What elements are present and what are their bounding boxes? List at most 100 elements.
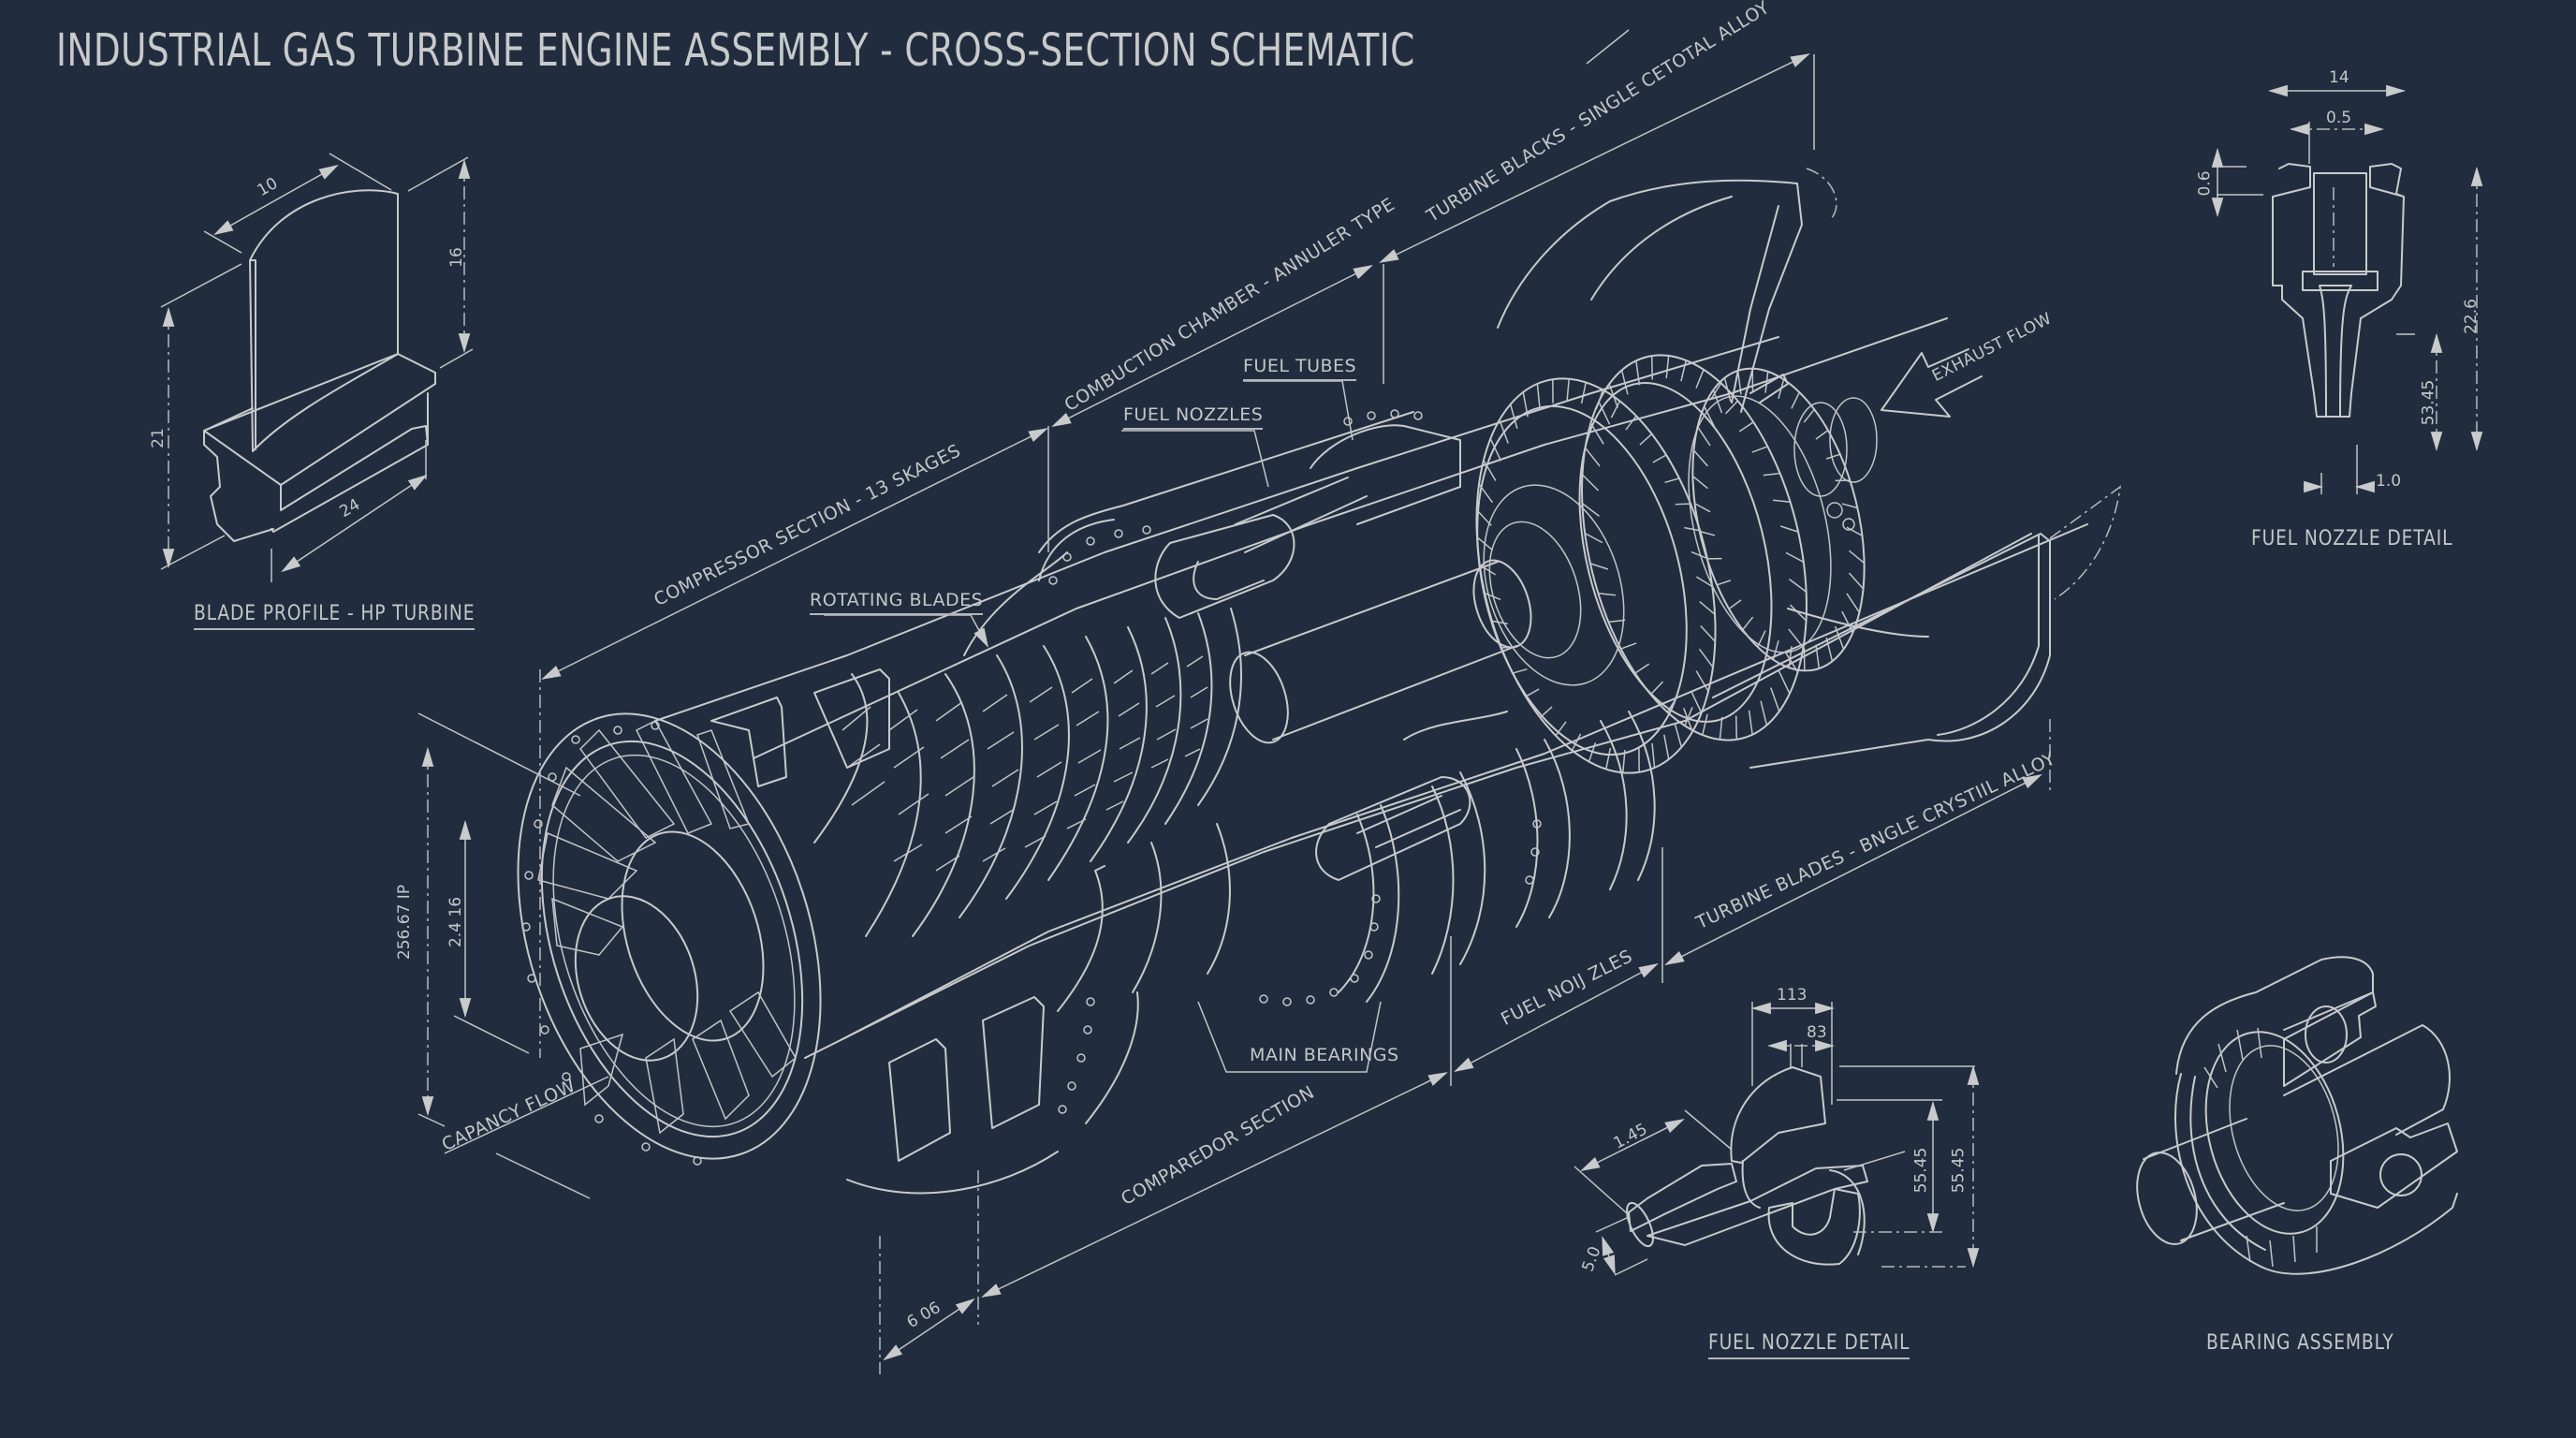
turbine-blade (1608, 619, 1626, 624)
turbine-blade (1598, 401, 1611, 425)
page-title: INDUSTRIAL GAS TURBINE ENGINE ASSEMBLY -… (56, 24, 1415, 77)
nozzle-overall-dim: 22.6 (2461, 299, 2481, 334)
inlet-ring-outer (517, 712, 822, 1160)
turbine-blade (1719, 716, 1723, 741)
turbine-blade (1764, 371, 1769, 393)
fuel-nozzle-top-drawing (2211, 84, 2483, 494)
turbine-blade (1651, 742, 1656, 769)
nozzle2-height-a-dim: 55.45 (1911, 1147, 1931, 1194)
turbine-blade (1690, 550, 1708, 560)
turbine-blade (1571, 733, 1582, 751)
turbine-blade (1789, 604, 1808, 622)
turbine-blade (1825, 453, 1840, 460)
turbine-blade (1772, 639, 1779, 660)
turbine-blade (1489, 438, 1502, 462)
turbine-blade (1710, 382, 1722, 400)
turbine-blade (1696, 426, 1711, 447)
exhaust-cone (1712, 533, 2051, 769)
turbine-blade (1736, 370, 1742, 395)
nozzle2-width-outer-dim: 113 (1777, 986, 1808, 1005)
turbine-blade (1589, 563, 1609, 570)
nozzle2-width-inner-dim: 83 (1807, 1023, 1827, 1042)
turbine-blade (1664, 477, 1680, 484)
nozzle-tip-bore-dim: 1.0 (2376, 472, 2402, 491)
turbine-blade (1846, 526, 1863, 536)
turbine-blade (1639, 433, 1653, 446)
exhaust-flow-arrow (1881, 348, 1983, 418)
turbine-blade (1539, 706, 1553, 718)
turbine-blade (1691, 475, 1708, 490)
turbine-blade (1760, 700, 1768, 726)
turbine-blade (1491, 620, 1508, 625)
turbine-blade (1788, 646, 1793, 668)
turbine-blade (1621, 750, 1626, 773)
turbine-blade (1695, 369, 1705, 389)
compressor-blades (842, 655, 1208, 872)
turbine-blade (1675, 503, 1691, 506)
turbine-blade (1499, 419, 1509, 444)
turbine-blade (1589, 422, 1604, 445)
turbine-blade (1815, 430, 1829, 440)
inlet-height-dim: 2.4 16 (446, 896, 466, 948)
turbine-blade (1789, 579, 1808, 593)
turbine-blade (1815, 644, 1821, 669)
turbine-blade (1500, 646, 1517, 649)
turbine-blade (1584, 532, 1603, 544)
turbine-blade (1841, 503, 1858, 509)
blade-profile-caption: BLADE PROFILE - HP TURBINE (194, 602, 476, 630)
fuel-nozzle-bottom-drawing (1573, 1002, 1980, 1276)
turbine-blade (1683, 708, 1693, 732)
turbine-blade (1825, 637, 1834, 662)
turbine-blade (1665, 355, 1670, 379)
turbine-blade (1684, 526, 1701, 532)
turbine-blade (1680, 360, 1687, 382)
turbine-blade (1476, 509, 1492, 527)
turbine-blade (1770, 687, 1780, 712)
nozzle-tip-length-dim: 53.45 (2419, 379, 2438, 426)
turbine-blade (1690, 690, 1703, 713)
title-slash (1586, 29, 1630, 65)
turbine-blade (1598, 592, 1617, 596)
main-dimension-lines (417, 53, 2051, 1374)
turbine-blade (1692, 449, 1708, 467)
turbine-blade (1512, 668, 1528, 674)
turbine-blade (1509, 404, 1518, 430)
turbine-blade (1479, 564, 1497, 576)
turbine-blade (1849, 550, 1866, 565)
nozzle-lip-dim: 0.6 (2195, 170, 2215, 197)
turbine-blade (1663, 734, 1670, 760)
turbine-blade (1478, 483, 1494, 504)
turbine-blade (1620, 370, 1629, 395)
turbine-blade (1581, 503, 1600, 517)
turbine-blade (1698, 648, 1714, 668)
fan-blades (537, 720, 797, 1135)
turbine-blade (1717, 580, 1732, 586)
turbine-blade (1536, 383, 1541, 409)
turbine-blade (1742, 616, 1754, 631)
turbine-blade (1779, 525, 1799, 533)
turbine-blade (1555, 721, 1567, 737)
turbine-blade (1834, 625, 1845, 650)
turbine-blade (1483, 460, 1497, 481)
turbine-blade (1652, 454, 1667, 463)
turbine-blade (1788, 628, 1805, 649)
main-shaft (1244, 561, 1517, 741)
turbine-blade (1748, 710, 1753, 735)
turbine-blade (1757, 630, 1766, 648)
turbine-blade (1484, 592, 1501, 601)
turbine-blade (1778, 670, 1791, 695)
turbine-stages (1475, 354, 1866, 774)
spinner (574, 895, 699, 1062)
turbine-blade (1712, 389, 1723, 414)
turbine-blade (1635, 360, 1641, 386)
turbine-blade (1684, 707, 1693, 726)
rotating-blades-callout: ROTATING BLADES (810, 590, 984, 615)
turbine-blade (1522, 391, 1529, 418)
turbine-blade (1650, 356, 1653, 380)
turbine-blade (1784, 651, 1799, 673)
turbine-blade (1595, 389, 1604, 409)
turbine-blade (1728, 599, 1742, 609)
turbine-blade (1605, 747, 1612, 770)
